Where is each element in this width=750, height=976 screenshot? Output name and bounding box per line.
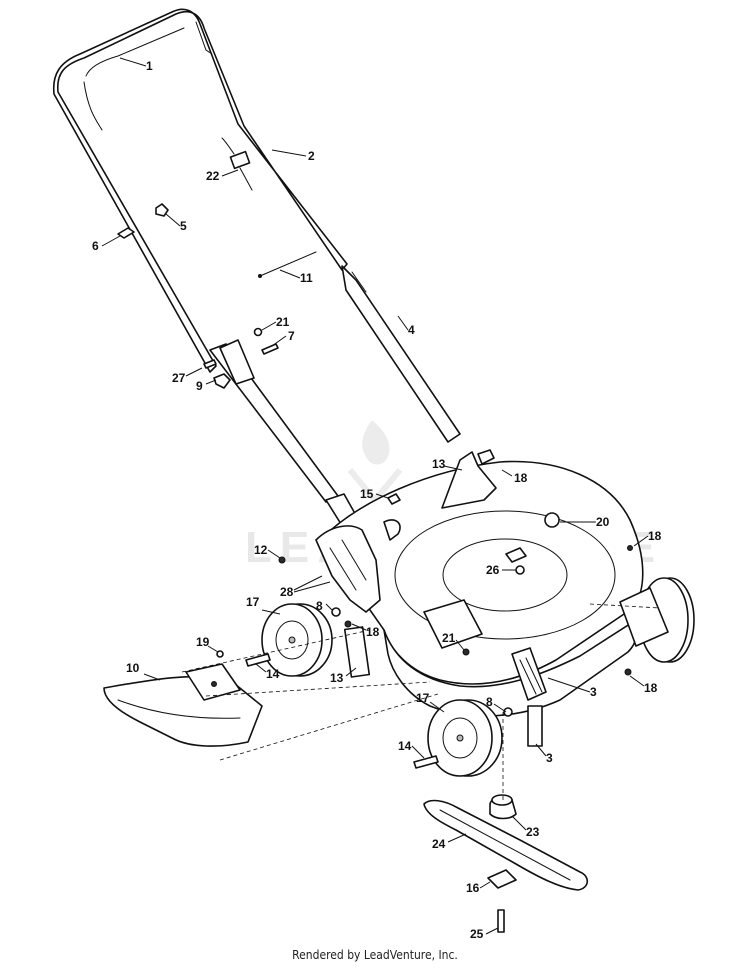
callout-24: 24 <box>432 837 446 851</box>
lower-handle-right <box>341 265 461 443</box>
callout-7: 7 <box>288 329 295 343</box>
knob-hardware <box>117 203 169 239</box>
callout-5: 5 <box>180 219 187 233</box>
handle-bracket <box>203 327 279 389</box>
callout-11: 11 <box>300 271 313 285</box>
callout-26: 26 <box>486 563 500 577</box>
callout-25: 25 <box>470 927 484 941</box>
callout-3: 3 <box>590 685 597 699</box>
callout-18: 18 <box>644 681 658 695</box>
callout-23: 23 <box>526 825 540 839</box>
callout-4: 4 <box>408 323 415 337</box>
callout-3: 3 <box>546 751 553 765</box>
callout-16: 16 <box>466 881 480 895</box>
callout-labels: 1 2 22 5 6 11 4 21 7 27 9 13 18 15 20 18… <box>92 59 662 941</box>
callout-21: 21 <box>442 631 456 645</box>
callout-22: 22 <box>206 169 220 183</box>
callout-21: 21 <box>276 315 290 329</box>
callout-13: 13 <box>330 671 344 685</box>
callout-14: 14 <box>266 667 280 681</box>
mower-deck <box>319 449 644 717</box>
control-clip <box>221 137 253 191</box>
callout-9: 9 <box>196 379 203 393</box>
height-adjuster <box>278 493 401 613</box>
callout-18: 18 <box>366 625 380 639</box>
callout-28: 28 <box>280 585 294 599</box>
alignment-lines <box>181 603 661 800</box>
left-front-wheel <box>245 603 371 678</box>
callout-8: 8 <box>316 599 323 613</box>
callout-15: 15 <box>360 487 374 501</box>
callout-27: 27 <box>172 371 186 385</box>
callout-18: 18 <box>514 471 528 485</box>
callout-8: 8 <box>486 695 493 709</box>
right-rear-wheel <box>511 545 695 701</box>
leader-lines <box>101 57 649 935</box>
callout-17: 17 <box>246 595 260 609</box>
callout-17: 17 <box>416 691 430 705</box>
side-discharge-chute <box>103 650 263 747</box>
footer-credit: Rendered by LeadVenture, Inc. <box>292 948 458 962</box>
callout-20: 20 <box>596 515 610 529</box>
callout-13: 13 <box>432 457 446 471</box>
callout-18: 18 <box>648 529 662 543</box>
upper-handle <box>52 8 348 373</box>
callout-14: 14 <box>398 739 412 753</box>
mower-blade <box>423 794 589 933</box>
callout-1: 1 <box>146 59 153 73</box>
callout-6: 6 <box>92 239 99 253</box>
callout-19: 19 <box>196 635 210 649</box>
right-front-wheel <box>413 699 543 777</box>
callout-2: 2 <box>308 149 315 163</box>
callout-12: 12 <box>254 543 268 557</box>
callout-10: 10 <box>126 661 140 675</box>
cable-tie <box>258 251 317 278</box>
